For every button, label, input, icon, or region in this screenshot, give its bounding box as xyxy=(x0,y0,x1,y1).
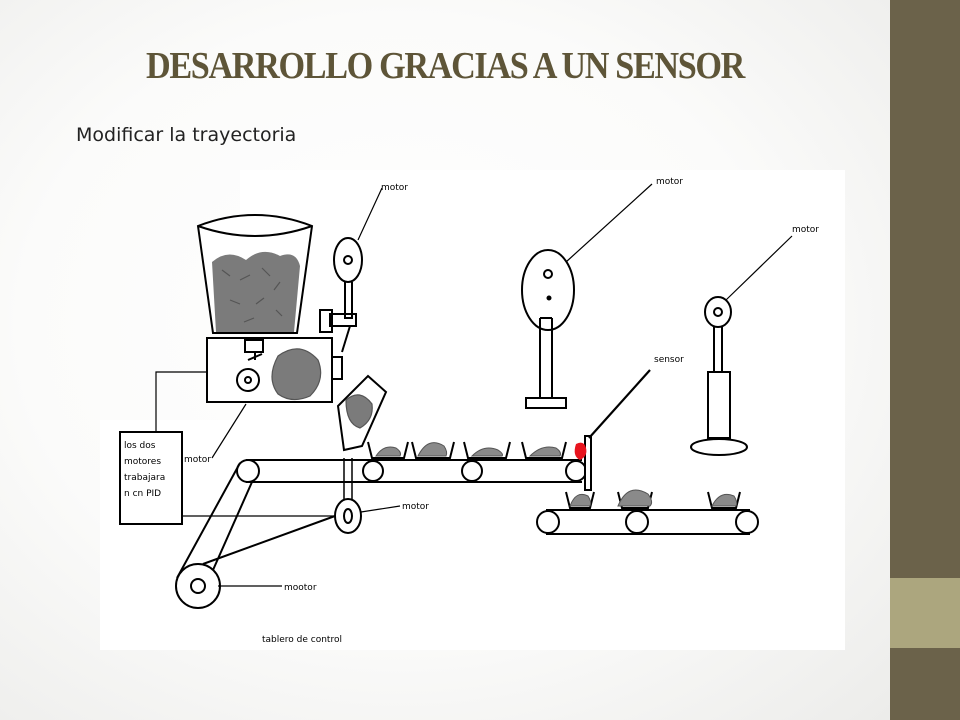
mootor xyxy=(175,462,336,609)
motor-top-center xyxy=(521,183,653,409)
diagram-canvas xyxy=(240,170,845,650)
lower-conveyor xyxy=(536,509,759,535)
conveyor-system-diagram: motor motor motor sensor motor motor moo… xyxy=(100,170,845,650)
container-load-1 xyxy=(375,446,401,457)
side-bar-middle xyxy=(890,578,960,648)
label-motor-bottom: motor xyxy=(402,502,429,512)
label-control-line-2: motores xyxy=(124,457,161,467)
label-motor-left: motor xyxy=(184,455,211,465)
mixer-material xyxy=(271,348,322,401)
label-control-line-3: trabajara xyxy=(124,473,165,483)
slide-subtitle: Modificar la trayectoria xyxy=(76,124,297,146)
lower-containers xyxy=(565,489,741,509)
mixer-box xyxy=(206,337,343,403)
label-motor-top-center: motor xyxy=(656,177,683,187)
chute-material xyxy=(345,394,373,429)
motor-top-left xyxy=(319,187,383,353)
container-load-3 xyxy=(470,447,503,457)
container-load-4 xyxy=(528,446,561,457)
lower-load-1 xyxy=(569,493,592,507)
lower-load-3 xyxy=(711,493,738,507)
label-control-line-4: n cn PID xyxy=(124,489,161,499)
lower-load-2 xyxy=(617,489,653,507)
label-control-line-1: los dos xyxy=(124,441,156,451)
upper-conveyor xyxy=(236,459,587,483)
control-box xyxy=(119,371,335,525)
label-sensor: sensor xyxy=(654,355,684,365)
hopper-material xyxy=(212,251,300,332)
side-bar-top xyxy=(890,0,960,578)
sensor-gate xyxy=(574,369,651,491)
slide-title: DESARROLLO GRACIAS A UN SENSOR xyxy=(145,45,745,87)
bottom-motor xyxy=(334,458,401,534)
label-motor-top-right: motor xyxy=(792,225,819,235)
label-mootor: mootor xyxy=(284,583,317,593)
label-control-panel: tablero de control xyxy=(262,635,342,645)
side-bar-bottom xyxy=(890,648,960,720)
upper-containers xyxy=(367,441,567,459)
sensor-marker xyxy=(574,442,587,460)
motor-top-right xyxy=(690,235,793,456)
hopper xyxy=(196,214,314,334)
chute xyxy=(336,374,388,452)
container-load-2 xyxy=(417,442,448,457)
label-motor-top-left: motor xyxy=(381,183,408,193)
